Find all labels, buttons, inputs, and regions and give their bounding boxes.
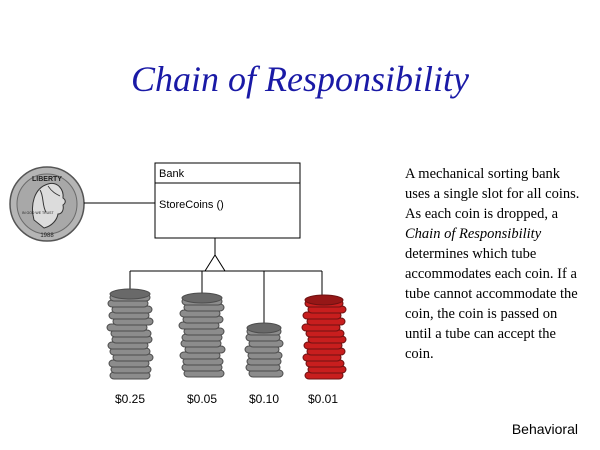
inheritance-tree [129,238,323,325]
slide-title: Chain of Responsibility [131,59,469,99]
nickel-stack [178,292,226,378]
stack-top-face [304,294,344,306]
stack-label-penny: $0.01 [307,392,339,406]
stack-top-face [246,322,282,334]
quarter-coin-icon: LIBERTY IN GOD WE TRUST 1988 [9,166,85,242]
quarter-stack [106,288,154,380]
bank-class-box: Bank StoreCoins () [154,162,301,239]
stack-label-quarter: $0.25 [114,392,146,406]
stack-top-face [181,292,223,304]
coin-top-text: LIBERTY [32,176,62,183]
bank-class-name: Bank [159,168,185,180]
pattern-description: A mechanical sorting bank uses a single … [405,164,580,364]
store-coins-method: StoreCoins () [159,199,224,211]
stack-label-dime: $0.10 [248,392,280,406]
stack-top-face [109,288,151,300]
coin-side-text: IN GOD WE TRUST [22,211,54,215]
description-part-2: determines which tube accommodates each … [405,246,578,362]
dime-stack [244,322,284,378]
penny-stack [301,294,347,380]
coin-year-text: 1988 [40,233,54,239]
category-label: Behavioral [511,421,578,437]
description-emphasis: Chain of Responsibility [405,226,542,242]
description-part-1: A mechanical sorting bank uses a single … [405,166,580,222]
stack-label-nickel: $0.05 [186,392,218,406]
